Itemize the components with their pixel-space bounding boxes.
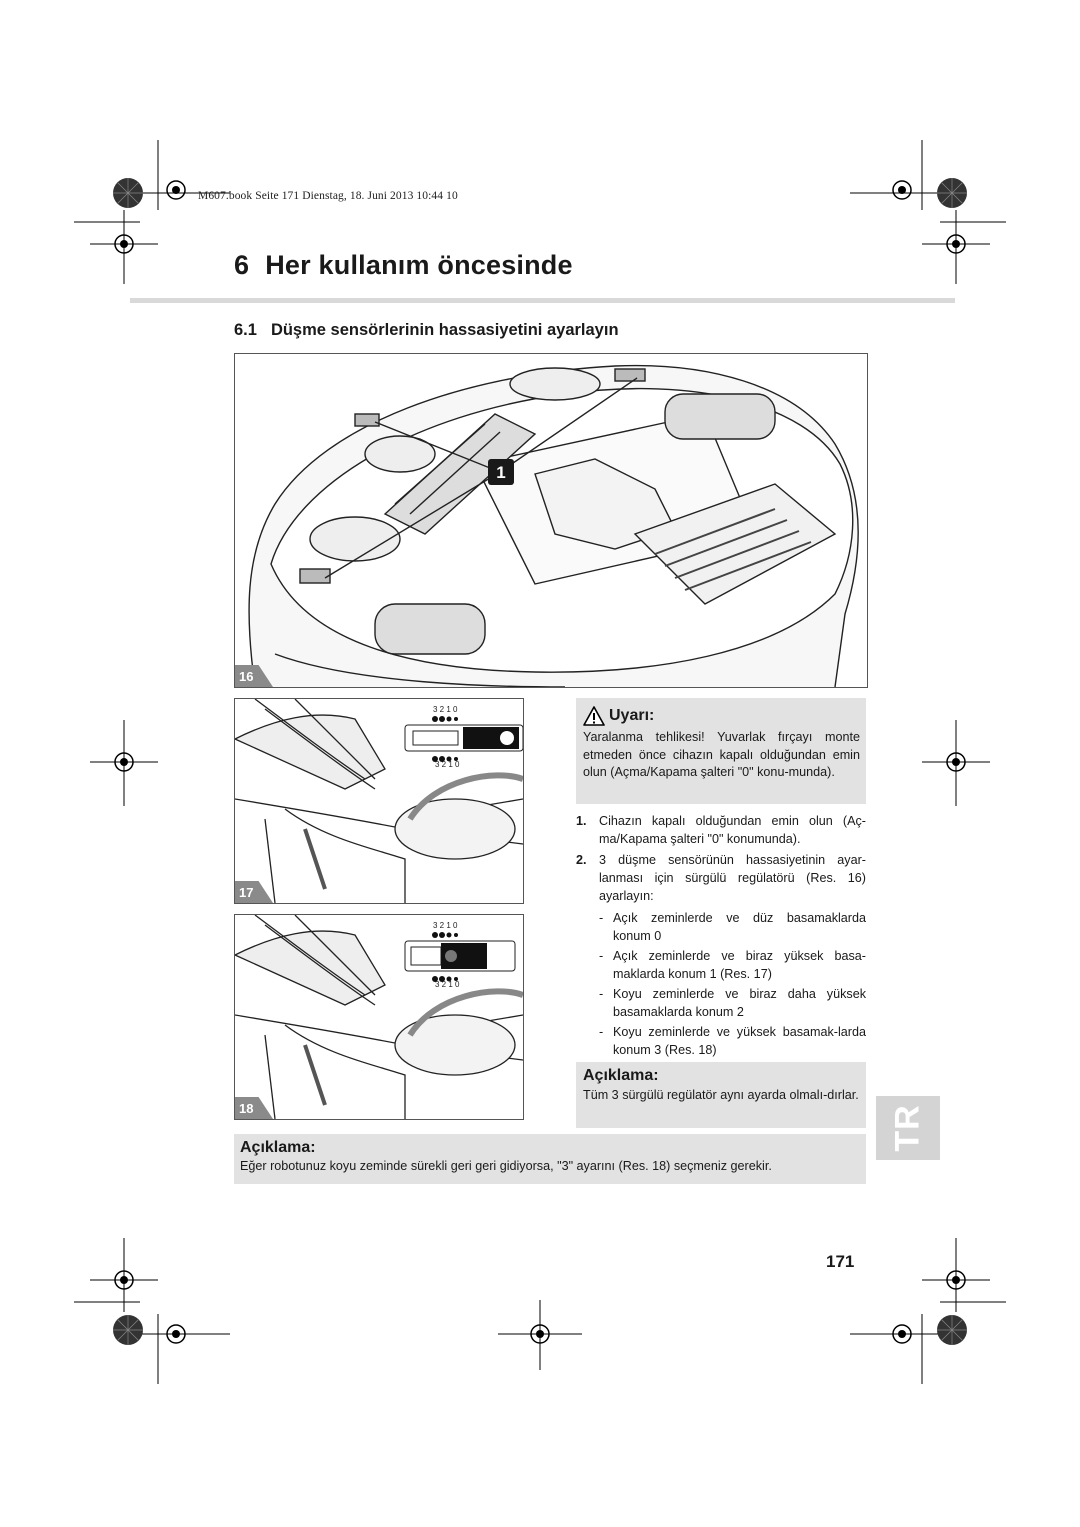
option-text: Koyu zeminlerde ve biraz daha yüksek bas… <box>613 987 866 1019</box>
warning-heading: Uyarı: <box>583 706 860 726</box>
section-number: 6.1 <box>234 321 257 339</box>
callout-number: 1 <box>496 463 505 482</box>
option-text: Açık zeminlerde ve biraz yüksek basa-mak… <box>613 949 866 981</box>
robot-underside-illustration: 1 <box>248 364 859 687</box>
warning-box: Uyarı: Yaralanma tehlikesi! Yuvarlak fır… <box>576 698 866 804</box>
option-item: -Açık zeminlerde ve düz basamaklarda kon… <box>599 909 866 945</box>
switch-scale-top: 3 2 1 0 <box>433 921 458 930</box>
sensitivity-options: -Açık zeminlerde ve düz basamaklarda kon… <box>599 909 866 1059</box>
switch-scale-top: 3 2 1 0 <box>433 705 458 714</box>
chapter-divider <box>130 298 955 303</box>
instruction-steps: 1. Cihazın kapalı olduğundan emin olun (… <box>576 812 866 1062</box>
option-item: -Açık zeminlerde ve biraz yüksek basa-ma… <box>599 947 866 983</box>
language-tab: TR <box>876 1096 940 1160</box>
step-text: Cihazın kapalı olduğundan emin olun (Aç-… <box>599 814 866 846</box>
step-2: 2. 3 düşme sensörünün hassasiyetinin aya… <box>576 851 866 1059</box>
figure-16-robot-underside: 1 16 <box>234 353 868 688</box>
warning-title: Uyarı: <box>609 707 655 724</box>
step-number: 2. <box>576 853 587 867</box>
language-tab-label: TR <box>888 1104 927 1152</box>
note-box-bottom: Açıklama: Eğer robotunuz koyu zeminde sü… <box>234 1134 866 1184</box>
option-item: -Koyu zeminlerde ve yüksek basamak-larda… <box>599 1023 866 1059</box>
option-dash: - <box>599 987 604 1001</box>
figure-18-slider-position-3: 3 2 1 0 3 2 1 0 18 <box>234 914 524 1120</box>
option-text: Açık zeminlerde ve düz basamaklarda konu… <box>613 911 866 943</box>
warning-text: Yaralanma tehlikesi! Yuvarlak fırçayı mo… <box>583 730 860 779</box>
note-box-right: Açıklama: Tüm 3 sürgülü regülatör aynı a… <box>576 1062 866 1128</box>
figure-17-slider-position-1: 3 2 1 0 3 2 1 0 17 <box>234 698 524 904</box>
note-text: Eğer robotunuz koyu zeminde sürekli geri… <box>240 1159 772 1173</box>
chapter-title: 6 Her kullanım öncesinde <box>234 250 573 281</box>
file-info-line: M607.book Seite 171 Dienstag, 18. Juni 2… <box>198 190 458 202</box>
chapter-title-text: Her kullanım öncesinde <box>265 250 573 280</box>
page-number: 171 <box>826 1252 855 1271</box>
warning-triangle-icon <box>583 706 605 726</box>
section-title-text: Düşme sensörlerinin hassasiyetini ayarla… <box>270 321 619 339</box>
switch-scale-bottom: 3 2 1 0 <box>435 760 460 769</box>
option-dash: - <box>599 1025 604 1039</box>
switch-scale-bottom: 3 2 1 0 <box>435 980 460 989</box>
slider-adjust-illustration-17: 3 2 1 0 3 2 1 0 <box>235 699 523 903</box>
option-text: Koyu zeminlerde ve yüksek basamak-larda … <box>613 1025 866 1057</box>
section-title: 6.1 Düşme sensörlerinin hassasiyetini aya… <box>234 321 619 340</box>
step-text: 3 düşme sensörünün hassasiyetinin ayar-l… <box>599 853 866 903</box>
note-title: Açıklama: <box>583 1067 659 1084</box>
option-dash: - <box>599 911 604 925</box>
option-item: -Koyu zeminlerde ve biraz daha yüksek ba… <box>599 985 866 1021</box>
step-1: 1. Cihazın kapalı olduğundan emin olun (… <box>576 812 866 848</box>
callout-marker <box>488 459 514 485</box>
slider-adjust-illustration-18: 3 2 1 0 3 2 1 0 <box>235 915 523 1119</box>
note-title: Açıklama: <box>240 1139 316 1156</box>
step-number: 1. <box>576 814 587 828</box>
note-text: Tüm 3 sürgülü regülatör aynı ayarda olma… <box>583 1088 859 1102</box>
chapter-number: 6 <box>234 250 250 280</box>
option-dash: - <box>599 949 604 963</box>
